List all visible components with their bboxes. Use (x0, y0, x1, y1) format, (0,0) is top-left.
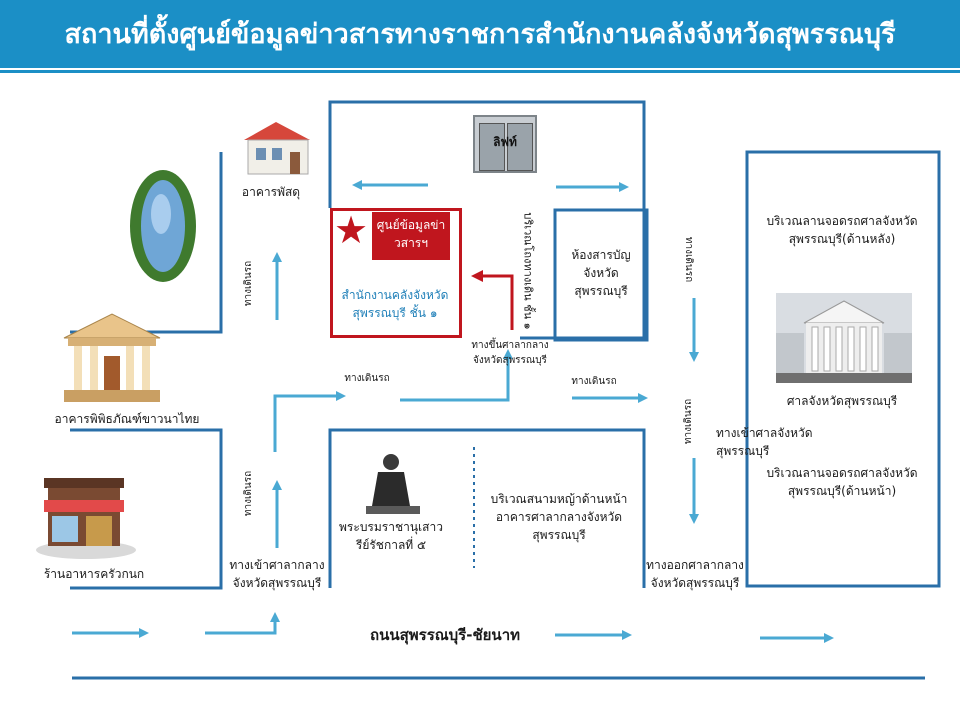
post-office-label: อาคารพัสดุ (241, 185, 301, 199)
treasury-office-box (330, 208, 462, 338)
post-office-icon (244, 122, 310, 175)
museum-label: อาคารพิพิธภัณฑ์ขาวนาไทย (54, 412, 200, 426)
lift-icon: ลิฟท์ (473, 115, 537, 173)
title-banner (0, 0, 960, 68)
building-outline (328, 100, 646, 340)
front-lawn-label: บริเวณสนามหญ้าด้านหน้าอาคารศาลากลางจังหว… (490, 492, 628, 542)
court-entrance-label: ทางเข้าศาลจังหวัดสุพรรณบุรี (716, 426, 813, 458)
left-bottom-boundary (70, 428, 223, 590)
red-route-arrow (471, 270, 514, 330)
walkway-label-center: ทางเดินรถ (344, 373, 390, 384)
restaurant-label: ร้านอาหารครัวกนก (43, 567, 145, 581)
up-to-hall-label: ทางขึ้นศาลากลางจังหวัดสุพรรณบุรี (471, 340, 549, 366)
court-building-icon (776, 293, 912, 383)
walkway-label-right-top: ทางเดินรถ (683, 236, 695, 283)
archive-room-label: ห้องสารบัญจังหวัดสุพรรณบุรี (571, 248, 631, 298)
walkway-label-left-bottom: ทางเดินรถ (243, 470, 255, 517)
parking-back-label: บริเวณลานจอดรถศาลจังหวัดสุพรรณบุรี(ด้านห… (766, 214, 918, 246)
lawn-outline (328, 428, 646, 588)
court-label: ศาลจังหวัดสุพรรณบุรี (786, 394, 898, 408)
banner-underline (0, 70, 960, 73)
walkway-floor1-label: บริเวณโถงทางเดิน ชั้น ๑ (521, 212, 535, 330)
exit-hall-label: ทางออกศาลากลางจังหวัดสุพรรณบุรี (646, 558, 744, 590)
entrance-hall-label: ทางเข้าศาลากลางจังหวัดสุพรรณบุรี (229, 558, 325, 590)
pond-icon (130, 170, 196, 282)
parking-front-label: บริเวณลานจอดรถศาลจังหวัดสุพรรณบุรี(ด้านห… (766, 466, 918, 498)
archive-room-frame (553, 208, 649, 342)
info-center-label: ศูนย์ข้อมูลข่าวสารฯ (372, 212, 450, 260)
statue-label: พระบรมราชานุเสาวรีย์รัชกาลที่ ๕ (339, 520, 443, 552)
star-icon: ★ (334, 208, 369, 252)
walkway-label-right-bottom: ทางเดินรถ (683, 398, 695, 445)
arrow-corner-walkway (273, 391, 346, 452)
court-frame (745, 150, 941, 588)
lift-label: ลิฟท์ (493, 135, 517, 149)
lift-door-left (479, 123, 505, 171)
lift-door-right (507, 123, 533, 171)
museum-icon (63, 313, 161, 402)
walkway-label-right: ทางเดินรถ (571, 376, 617, 387)
walkway-label-left-top: ทางเดินรถ (243, 260, 255, 307)
road-arrow-2 (205, 612, 280, 635)
page-title: สถานที่ตั้งศูนย์ข้อมูลข่าวสารทางราชการสำ… (64, 19, 896, 50)
restaurant-icon (36, 478, 136, 559)
arrow-up-center (400, 349, 513, 402)
road-label: ถนนสุพรรณบุรี-ชัยนาท (370, 626, 520, 644)
treasury-office-label: สำนักงานคลังจังหวัดสุพรรณบุรี ชั้น ๑ (341, 288, 449, 320)
statue-icon (366, 454, 420, 514)
